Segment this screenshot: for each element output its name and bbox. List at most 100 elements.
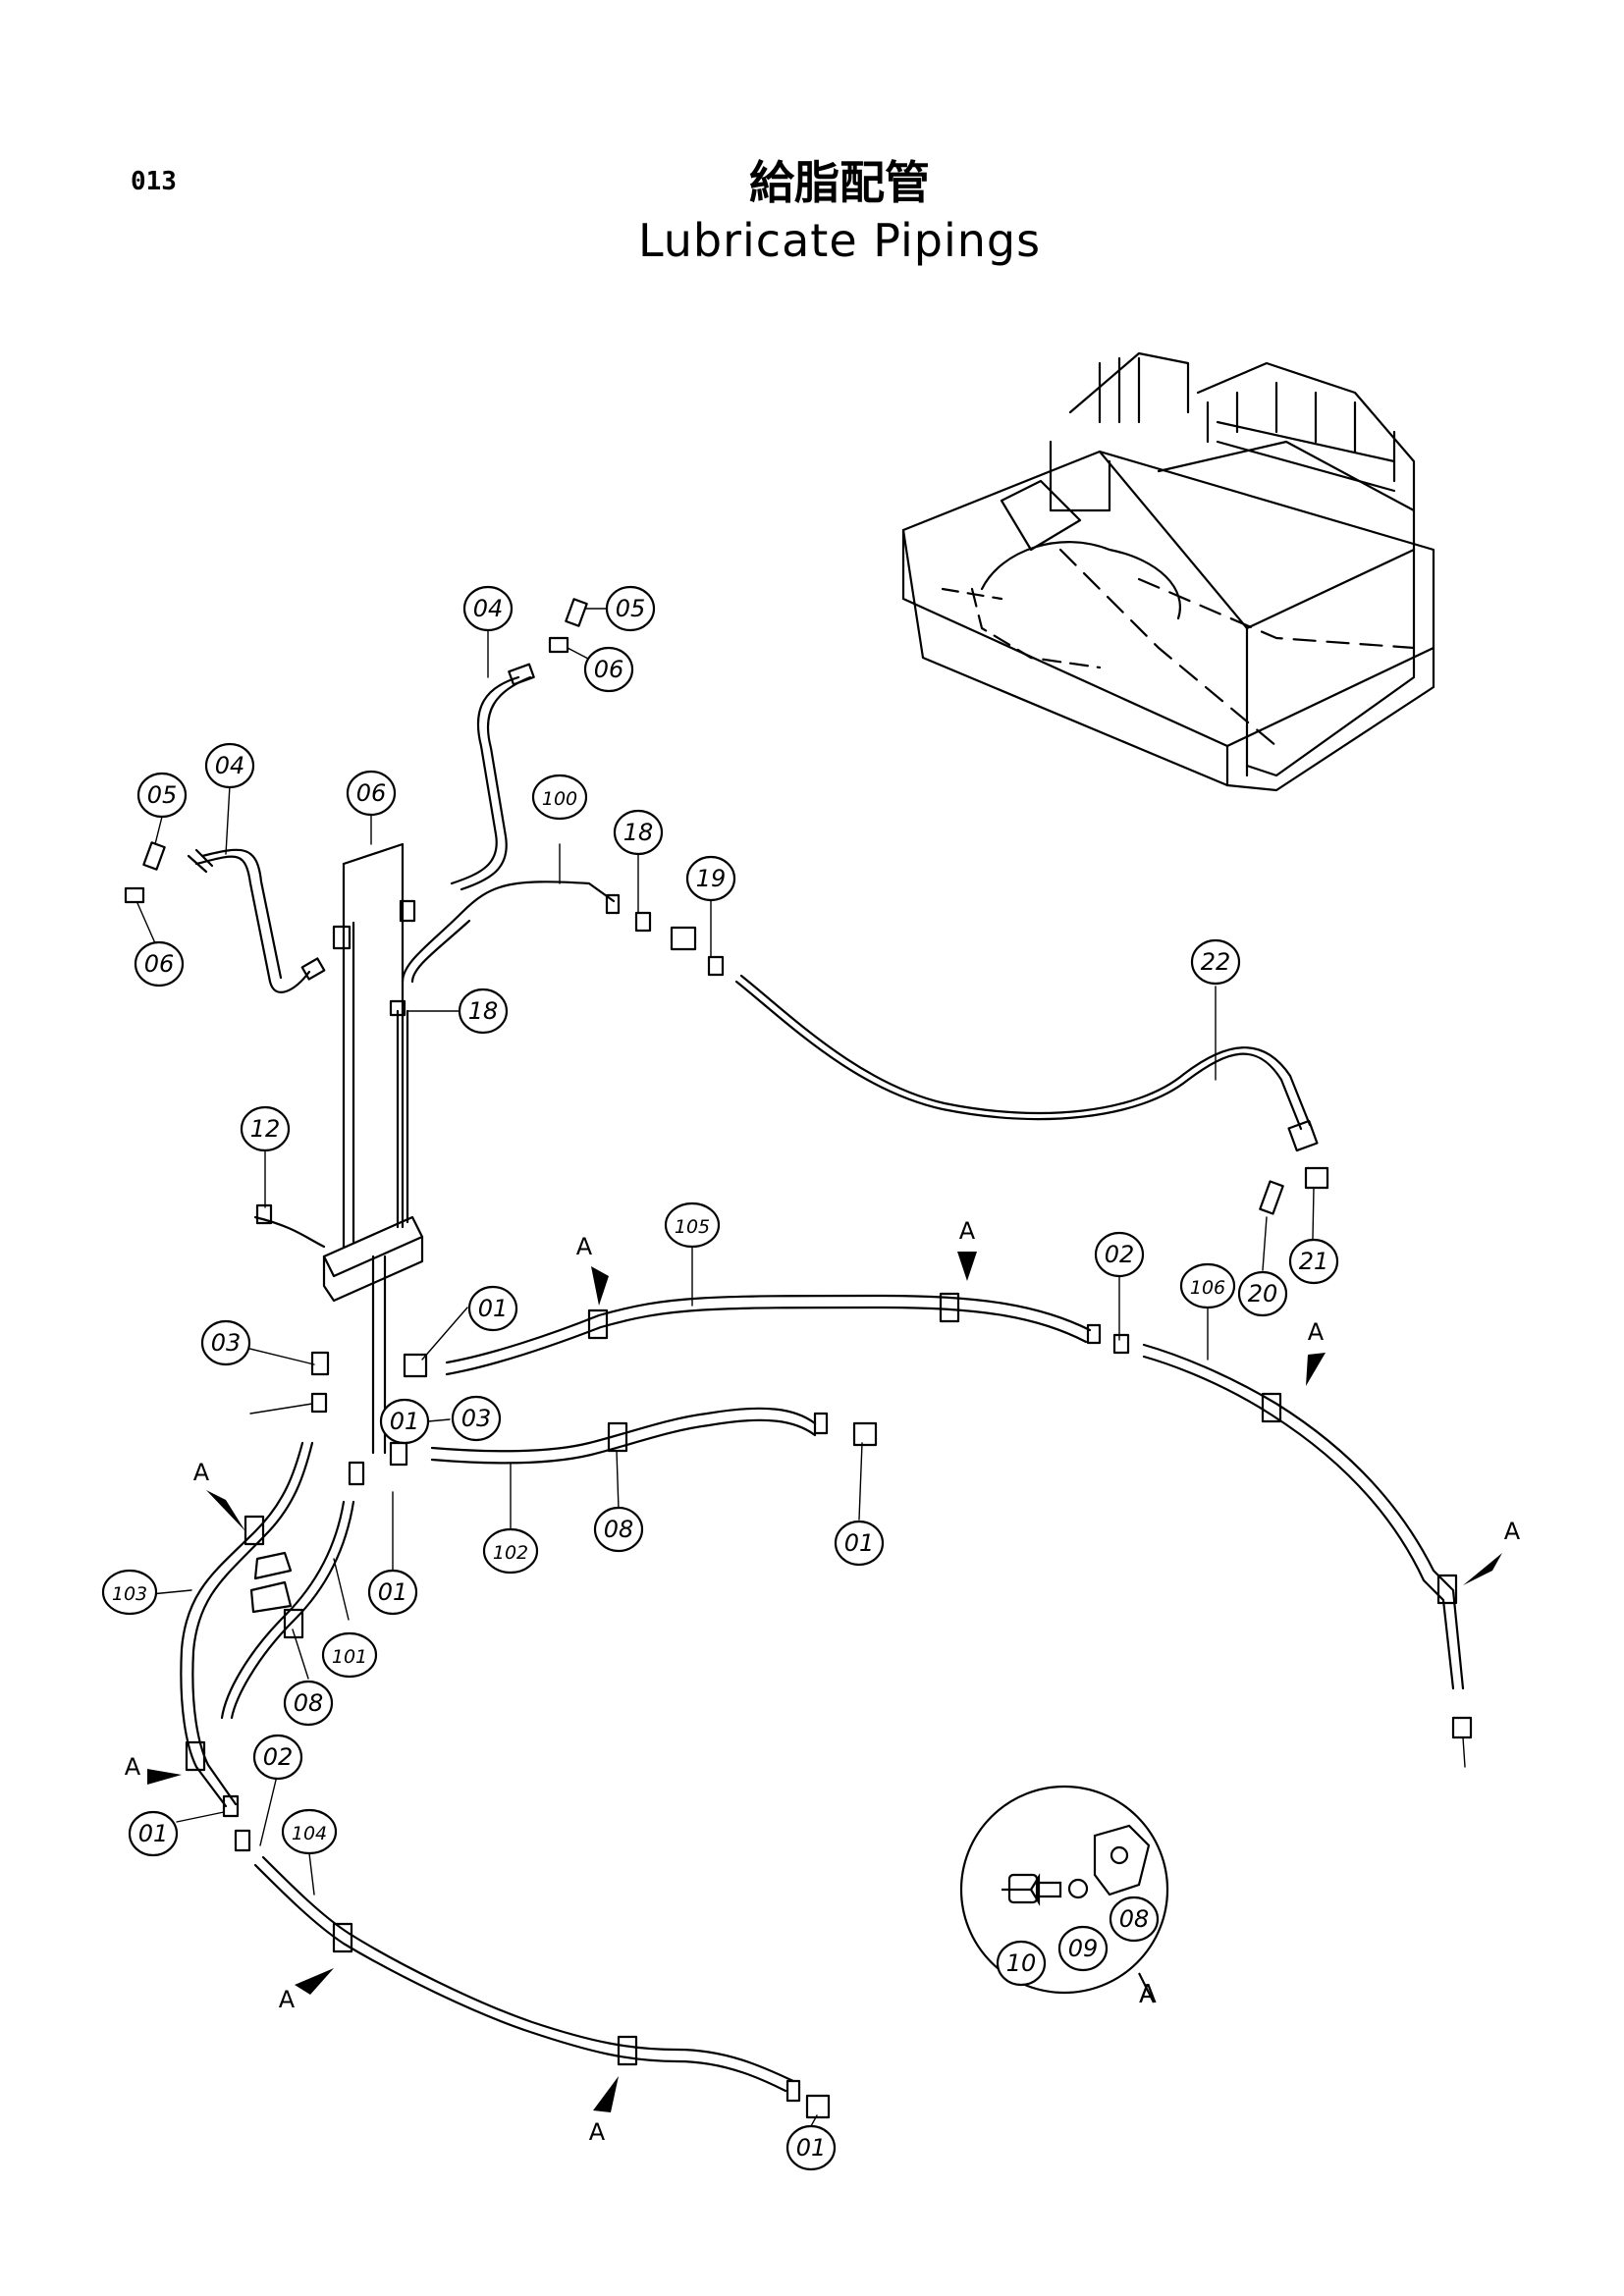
callout-label: 101 (332, 1646, 367, 1668)
callout-05: 05 (136, 772, 188, 819)
callout-group: 04 05 06 04 05 06 06 100 18 19 22 18 12 105 02 106 20 21 0… (101, 585, 1339, 2171)
hose-04-left (187, 848, 326, 993)
callout-18: 18 (458, 988, 509, 1035)
callout-22: 22 (1190, 938, 1241, 986)
callout-02: 02 (252, 1734, 303, 1781)
section-marker-label: A (959, 1217, 976, 1245)
section-marker-a: A (193, 1459, 245, 1531)
callout-label: 05 (616, 595, 646, 622)
callout-label: 20 (1248, 1280, 1278, 1308)
callout-10: 10 (996, 1940, 1047, 1987)
callout-label: 10 (1006, 1949, 1037, 1977)
manifold (253, 842, 424, 1455)
section-marker-group: A A A A A A A A A (125, 1217, 1521, 2146)
callout-label: 102 (493, 1542, 528, 1564)
callout-06: 06 (346, 770, 397, 817)
callout-08: 08 (283, 1680, 334, 1727)
section-marker-label: A (1504, 1518, 1521, 1545)
section-marker-label: A (589, 2118, 606, 2146)
callout-01: 01 (367, 1569, 418, 1616)
section-marker-label: A (279, 1986, 296, 2013)
callout-08: 08 (1109, 1896, 1160, 1943)
callout-label: 05 (147, 781, 178, 809)
callout-label: 21 (1299, 1248, 1329, 1275)
callout-01: 01 (128, 1810, 179, 1857)
section-marker-a: A (589, 2076, 619, 2146)
callout-01: 01 (467, 1285, 518, 1332)
callout-label: 02 (263, 1743, 294, 1771)
pipe-105 (445, 1294, 1092, 1364)
callout-label: 19 (696, 865, 727, 892)
section-marker-a: A (125, 1753, 182, 1785)
callout-label: 01 (844, 1529, 875, 1557)
pipe-102 (430, 1407, 817, 1453)
callout-19: 19 (685, 855, 736, 902)
section-marker-label: A (1308, 1318, 1325, 1346)
callout-label: 18 (468, 997, 499, 1025)
callout-label: 22 (1201, 948, 1231, 976)
callout-label: 08 (1119, 1905, 1150, 1933)
callout-label: 02 (1105, 1241, 1135, 1268)
callout-label: 100 (542, 788, 577, 810)
callout-03: 03 (200, 1319, 251, 1366)
callout-100: 100 (531, 774, 588, 821)
callout-label: 106 (1190, 1277, 1225, 1299)
callout-09: 09 (1057, 1925, 1109, 1972)
page-title-japanese: 給脂配管 (749, 156, 930, 209)
hose-22 (734, 980, 1303, 1131)
section-marker-label: A (193, 1459, 210, 1486)
callout-label: 18 (623, 819, 654, 846)
callout-18: 18 (613, 809, 664, 856)
callout-label: 08 (604, 1516, 634, 1543)
callout-label: 103 (112, 1583, 147, 1605)
detail-a-label: A (1139, 1980, 1157, 2009)
section-marker-label: A (576, 1233, 593, 1260)
callout-label: 03 (461, 1405, 492, 1432)
callout-04: 04 (204, 742, 255, 789)
callout-label: 06 (144, 950, 175, 978)
page-number: 013 (131, 167, 177, 196)
callout-101: 101 (321, 1631, 378, 1679)
callout-21: 21 (1288, 1238, 1339, 1285)
callout-label: 04 (473, 595, 504, 622)
machine-overview (901, 351, 1435, 792)
callout-06: 06 (134, 940, 185, 988)
pipe-106 (1142, 1343, 1465, 1690)
callout-102: 102 (482, 1527, 539, 1575)
detail-a-view (959, 1785, 1169, 2003)
callout-label: 01 (390, 1408, 420, 1435)
callout-label: 105 (675, 1216, 710, 1238)
callout-label: 01 (478, 1295, 509, 1322)
section-marker-a: A (957, 1217, 977, 1281)
pipe-101 (230, 1500, 355, 1720)
callout-01: 01 (785, 2124, 837, 2171)
callout-label: 09 (1068, 1935, 1099, 1962)
callout-103: 103 (101, 1569, 158, 1616)
callout-label: 01 (796, 2134, 827, 2162)
callout-label: 06 (356, 779, 387, 807)
hose-04-upper (450, 663, 535, 891)
callout-20: 20 (1237, 1270, 1288, 1317)
callout-105: 105 (664, 1201, 721, 1249)
callout-label: 01 (138, 1820, 169, 1847)
callout-label: 01 (378, 1578, 408, 1606)
callout-12: 12 (240, 1105, 291, 1152)
pipe-103 (180, 1441, 304, 1808)
callout-05: 05 (605, 585, 656, 632)
callout-04: 04 (462, 585, 514, 632)
pipe-104 (253, 1863, 787, 2093)
section-marker-a: A (1306, 1318, 1326, 1386)
callout-104: 104 (281, 1808, 338, 1855)
callout-01: 01 (379, 1398, 430, 1445)
section-marker-label: A (125, 1753, 141, 1781)
callout-label: 06 (594, 656, 624, 683)
callout-label: 04 (215, 752, 245, 779)
callout-03: 03 (451, 1395, 502, 1442)
callout-08: 08 (593, 1506, 644, 1553)
callout-106: 106 (1179, 1262, 1236, 1309)
section-marker-a: A (279, 1968, 334, 2013)
callout-01: 01 (834, 1520, 885, 1567)
callout-label: 03 (211, 1329, 242, 1357)
callout-label: 08 (294, 1689, 324, 1717)
section-marker-a: A (1463, 1518, 1521, 1585)
